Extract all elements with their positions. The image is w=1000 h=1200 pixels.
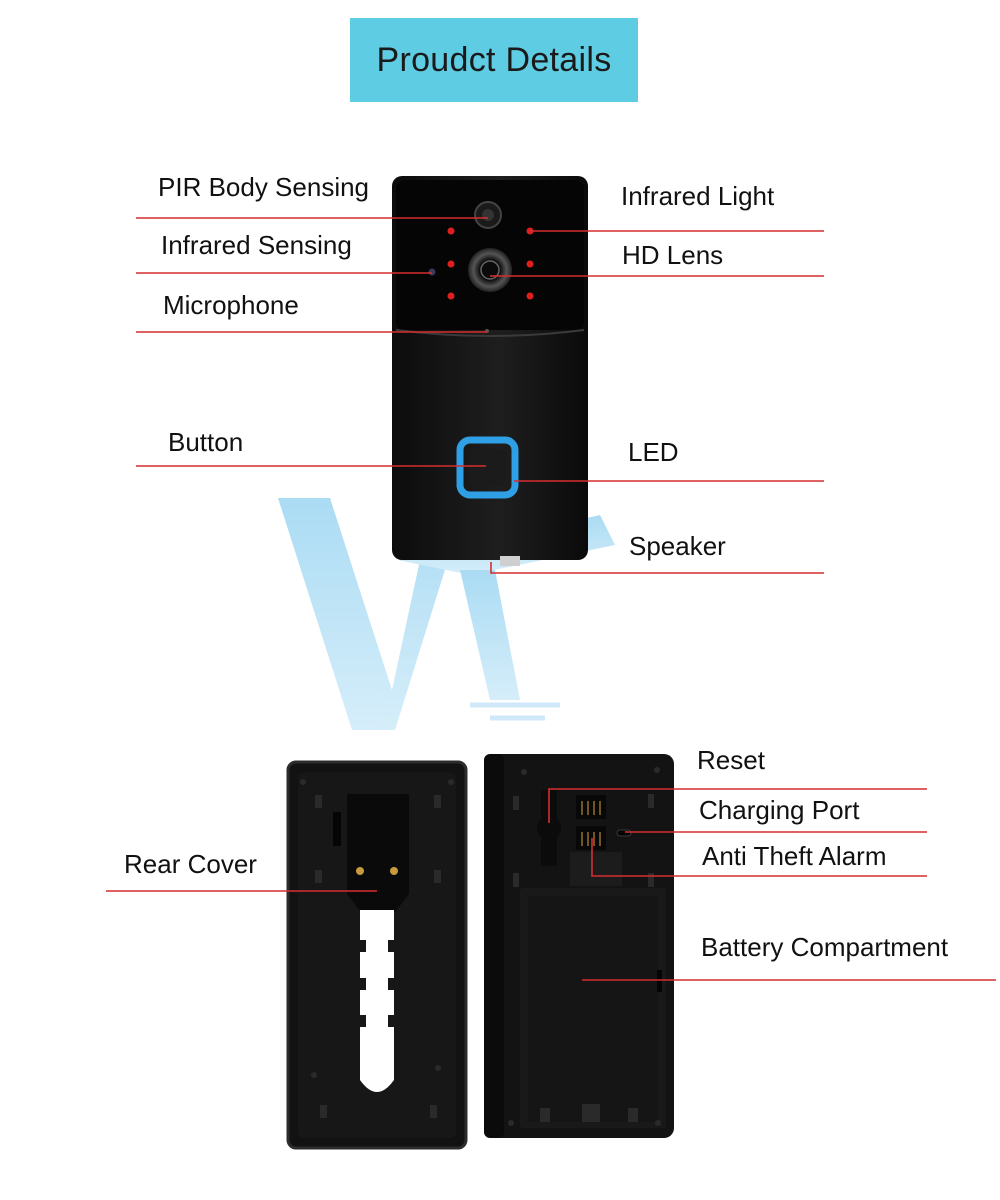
label-charging-port: Charging Port: [699, 795, 860, 825]
doorbell-button-icon: [469, 449, 506, 486]
title-banner: Proudct Details: [350, 18, 638, 102]
label-anti-theft-alarm: Anti Theft Alarm: [702, 841, 887, 871]
label-button: Button: [168, 427, 244, 457]
label-led: LED: [628, 437, 679, 467]
callout-line-speaker: [490, 562, 824, 574]
label-hd-lens: HD Lens: [622, 240, 724, 270]
infrared-sensor-icon: [428, 268, 436, 276]
rear-cover-plate: [286, 760, 468, 1150]
callout-line-reset: [548, 788, 927, 823]
infrared-led-dots: [447, 227, 534, 300]
label-reset: Reset: [697, 745, 765, 775]
led-ring-icon: [456, 436, 519, 499]
callout-lines: [106, 217, 996, 981]
label-infrared-light: Infrared Light: [621, 181, 775, 211]
label-infrared-sensing: Infrared Sensing: [161, 230, 352, 260]
label-battery-compartment: Battery Compartment: [701, 932, 949, 962]
doorbell-back: [484, 754, 674, 1138]
callout-line-anti-theft: [591, 838, 927, 877]
page-title: Proudct Details: [376, 40, 612, 79]
label-rear-cover: Rear Cover: [124, 849, 257, 879]
label-speaker: Speaker: [629, 531, 726, 561]
label-microphone: Microphone: [163, 290, 299, 320]
label-pir-body-sensing: PIR Body Sensing: [158, 172, 370, 202]
charging-port-icon: [616, 829, 632, 837]
doorbell-front: [392, 176, 588, 566]
